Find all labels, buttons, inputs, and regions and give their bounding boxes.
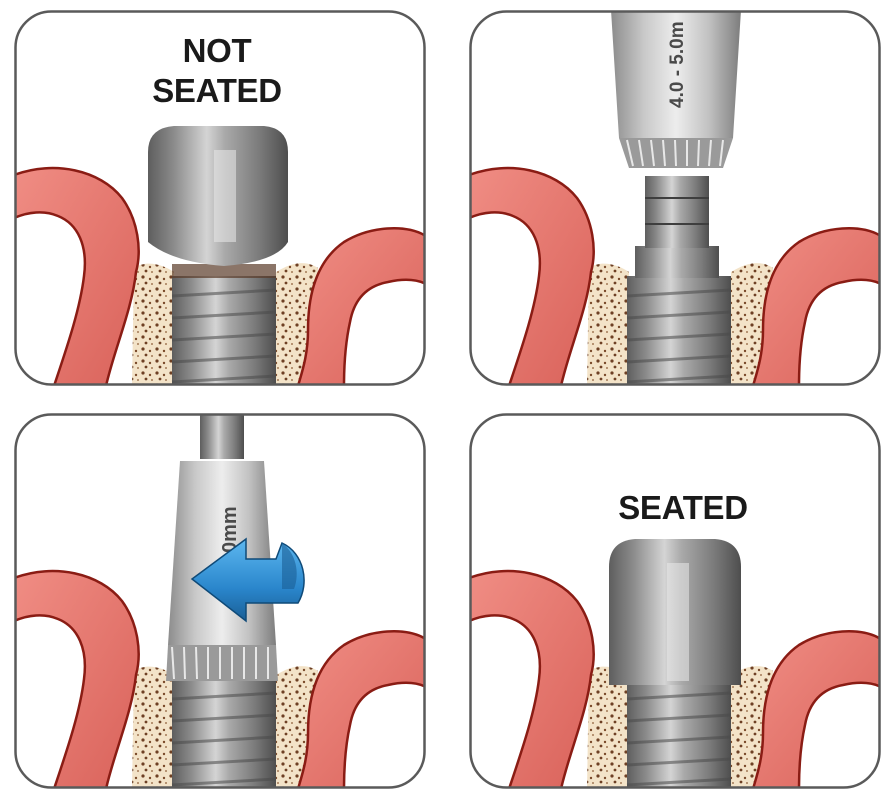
abutment [645, 176, 709, 248]
panel-not-seated: NOT SEATED [14, 10, 426, 386]
panel-driver-engaged: 4.0 - 5.0m [469, 10, 881, 386]
driver-marking: 4.0 - 5.0m [667, 21, 688, 108]
panel-seated: SEATED [469, 413, 881, 789]
driver-shaft [200, 413, 244, 459]
title-line-1: NOT [183, 32, 252, 69]
title-line-1: SEATED [618, 489, 748, 526]
title-line-2: SEATED [152, 72, 282, 109]
panel-driver-turning: 0mm [14, 413, 426, 789]
